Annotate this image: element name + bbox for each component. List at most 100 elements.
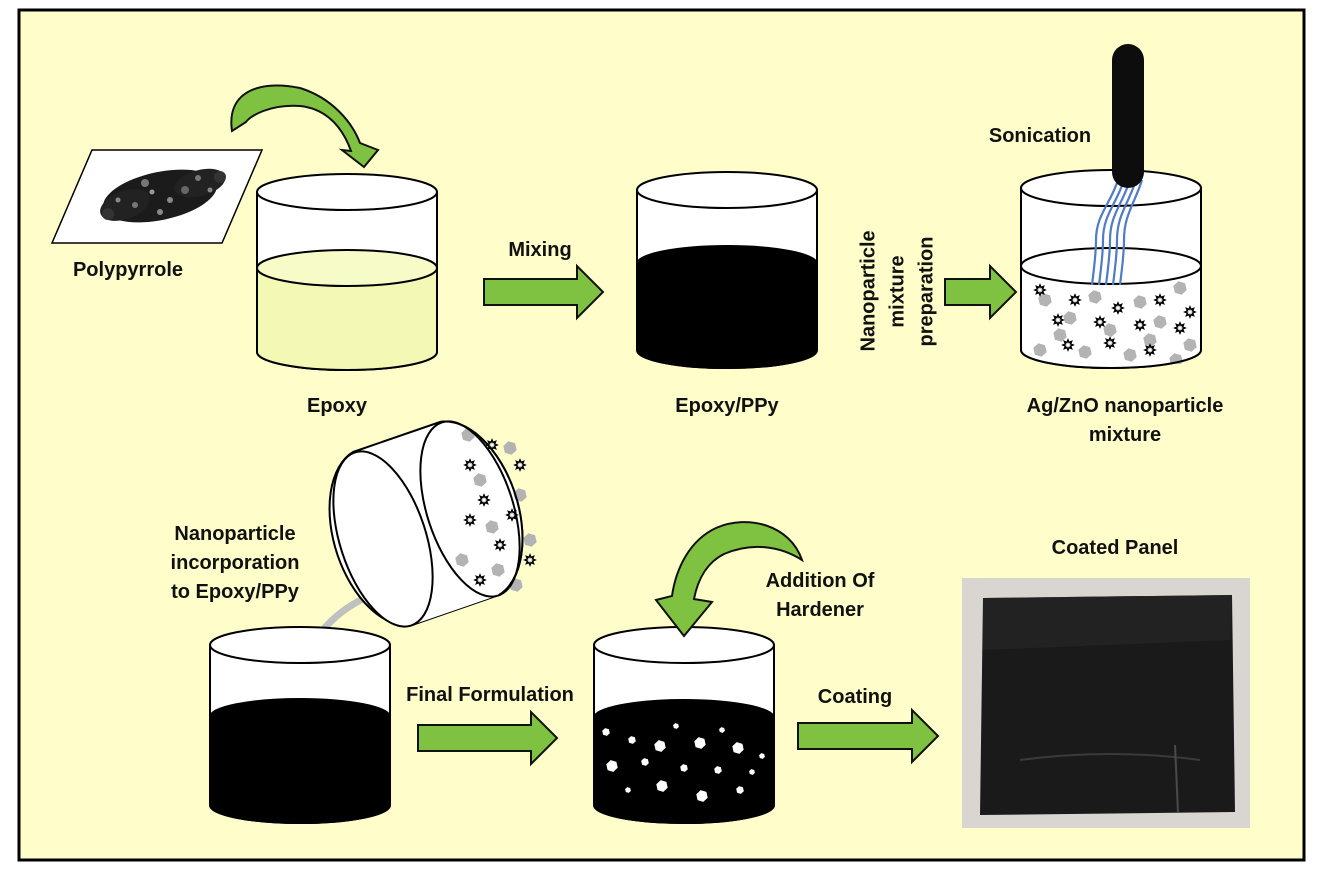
nanoparticle-gray	[1078, 345, 1092, 359]
nanoparticle-star	[1153, 293, 1167, 307]
coated-panel-image	[962, 578, 1250, 828]
nanoparticle-star	[1093, 315, 1107, 329]
nanoparticle-star	[493, 538, 507, 552]
nanoparticle-gray	[1183, 338, 1197, 352]
nanoparticle-star	[473, 573, 487, 587]
label-incorporation-line3: to Epoxy/PPy	[171, 581, 299, 603]
hardener-particle	[696, 790, 708, 802]
nanoparticle-star	[1143, 343, 1157, 357]
nanoparticle-gray	[1143, 333, 1157, 347]
label-mixing: Mixing	[508, 239, 572, 261]
label-epoxy: Epoxy	[306, 395, 368, 417]
hardener-particle	[602, 728, 610, 736]
hardener-particle	[736, 786, 744, 794]
label-coated-panel: Coated Panel	[1051, 537, 1179, 559]
label-agzno-line1: Ag/ZnO nanoparticle	[1026, 395, 1224, 417]
arrow-nanoparticle-prep-icon	[944, 263, 1018, 321]
hardener-particle	[654, 740, 666, 752]
hardener-particle	[714, 766, 722, 774]
label-incorporation-line1: Nanoparticle	[174, 523, 296, 545]
nanoparticle-star	[1111, 301, 1125, 315]
label-agzno-mixture: Ag/ZnO nanoparticle mixture	[1000, 392, 1250, 450]
nanoparticle-gray	[1173, 281, 1187, 295]
final-formulation-beaker	[593, 626, 775, 824]
nanoparticle-star	[505, 508, 519, 522]
nanoparticle-gray	[523, 533, 537, 547]
label-hardener-line2: Hardener	[776, 599, 864, 621]
nanoparticle-gray	[1153, 315, 1167, 329]
nanoparticle-star	[1133, 318, 1147, 332]
label-nanoparticle-prep-line3: preparation	[915, 236, 938, 347]
nanoparticle-gray	[473, 473, 487, 487]
label-epoxy-ppy: Epoxy/PPy	[675, 395, 779, 417]
nanoparticle-star	[1033, 283, 1047, 297]
nanoparticle-gray	[1063, 311, 1077, 325]
final-particles	[602, 723, 765, 802]
nanoparticle-gray	[1038, 293, 1052, 307]
pouring-particles	[455, 428, 537, 592]
label-coating: Coating	[817, 686, 893, 708]
hardener-particle	[606, 760, 618, 772]
nanoparticle-gray	[503, 441, 517, 455]
nanoparticle-star	[523, 553, 537, 567]
nanoparticle-gray	[1133, 295, 1147, 309]
label-final-formulation: Final Formulation	[406, 684, 574, 706]
arrow-coating-icon	[797, 707, 940, 765]
nanoparticle-star	[1173, 321, 1187, 335]
nanoparticle-star	[513, 458, 527, 472]
hardener-particle	[628, 736, 636, 744]
label-nanoparticle-prep-line1: Nanoparticle	[857, 230, 880, 352]
epoxy-ppy-beaker	[636, 171, 818, 369]
label-hardener: Addition Of Hardener	[750, 567, 890, 625]
label-polypyrrole: Polypyrrole	[72, 259, 184, 281]
nanoparticle-gray	[485, 520, 499, 534]
polypyrrole-sheet	[50, 149, 264, 244]
curved-arrow-hardener-icon	[654, 521, 804, 638]
label-incorporation: Nanoparticle incorporation to Epoxy/PPy	[150, 520, 320, 607]
label-incorporation-line2: incorporation	[170, 552, 300, 574]
nanoparticle-star	[1068, 293, 1082, 307]
agzno-beaker	[1020, 169, 1202, 369]
receiving-beaker	[209, 626, 391, 824]
sonicator-probe-icon	[1112, 44, 1144, 188]
curved-arrow-polypyrrole-icon	[230, 84, 380, 169]
label-sonication: Sonication	[988, 125, 1092, 147]
label-nanoparticle-prep: Nanoparticle mixture preparation	[855, 230, 942, 352]
epoxy-beaker	[256, 173, 438, 371]
nanoparticle-star	[463, 513, 477, 527]
label-nanoparticle-prep-line2: mixture	[886, 255, 909, 328]
polypyrrole-powder	[100, 168, 226, 223]
label-hardener-line1: Addition Of	[765, 570, 875, 592]
pouring-beaker	[296, 420, 537, 700]
hardener-particle	[759, 753, 765, 759]
arrow-mixing-icon	[483, 263, 605, 321]
hardener-particle	[680, 764, 688, 772]
nanoparticle-star	[463, 458, 477, 472]
arrow-final-formulation-icon	[417, 709, 559, 767]
agzno-particles	[1033, 281, 1197, 364]
nanoparticle-star	[1183, 305, 1197, 319]
nanoparticle-star	[1103, 336, 1117, 350]
hardener-particle	[641, 758, 649, 766]
label-agzno-line2: mixture	[1088, 424, 1162, 446]
nanoparticle-star	[477, 493, 491, 507]
hardener-particle	[694, 737, 706, 749]
nanoparticle-gray	[1033, 343, 1047, 357]
hardener-particle	[673, 723, 679, 729]
nanoparticle-star	[1061, 338, 1075, 352]
nanoparticle-gray	[455, 553, 469, 567]
hardener-particle	[732, 742, 744, 754]
hardener-particle	[656, 780, 668, 792]
nanoparticle-star	[1051, 313, 1065, 327]
nanoparticle-gray	[1088, 290, 1102, 304]
sonicator-waves	[1090, 179, 1144, 286]
hardener-particle	[719, 727, 725, 733]
hardener-particle	[625, 787, 631, 793]
nanoparticle-gray	[1123, 348, 1137, 362]
nanoparticle-gray	[491, 563, 505, 577]
hardener-particle	[749, 769, 755, 775]
nanoparticle-gray	[1103, 323, 1117, 337]
nanoparticle-gray	[1053, 328, 1067, 342]
